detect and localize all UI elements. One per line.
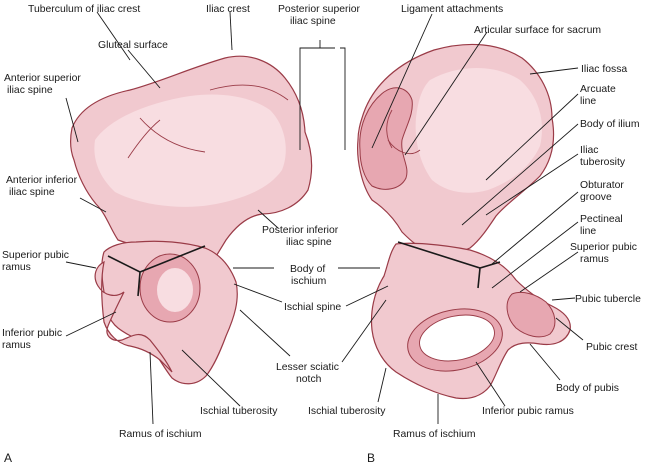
- iliac-fossa-highlight: [415, 68, 542, 193]
- division-line-b: [397, 241, 501, 289]
- labels-panel-b: Ligament attachments Articular surface f…: [367, 4, 641, 465]
- labels-center: Posterior superior iliac spine Posterior…: [262, 4, 386, 417]
- label-aiis-line2: iliac spine: [9, 187, 55, 198]
- label-pectineal-line2: line: [580, 226, 596, 237]
- pubic-rami-lateral: [94, 260, 173, 373]
- label-lesser-sciatic-line1: Lesser sciatic: [276, 362, 339, 373]
- label-piis-line2: iliac spine: [286, 237, 332, 248]
- label-inferior-pubic-ramus-b: Inferior pubic ramus: [482, 406, 574, 417]
- label-superior-pubic-ramus-line1: Superior pubic: [2, 250, 69, 261]
- label-iliac-crest: Iliac crest: [206, 4, 250, 15]
- label-iliac-fossa: Iliac fossa: [581, 64, 627, 75]
- label-psis-line1: Posterior superior: [278, 4, 361, 15]
- label-lesser-sciatic-line2: notch: [296, 374, 322, 385]
- label-aiis-line1: Anterior inferior: [6, 175, 78, 186]
- label-asis-line2: iliac spine: [7, 85, 53, 96]
- label-piis-line1: Posterior inferior: [262, 225, 339, 236]
- label-body-of-ischium-line2: ischium: [291, 276, 326, 287]
- label-pubic-crest: Pubic crest: [586, 342, 638, 353]
- auricular-surface: [359, 87, 413, 190]
- label-superior-pubic-ramus-b-line2: ramus: [580, 254, 609, 265]
- label-pectineal-line1: Pectineal: [580, 214, 623, 225]
- panel-label-b: B: [367, 451, 375, 465]
- label-obturator-groove-line2: groove: [580, 192, 612, 203]
- label-body-of-pubis: Body of pubis: [556, 383, 619, 394]
- label-tuberculum-iliac-crest: Tuberculum of iliac crest: [28, 4, 140, 15]
- label-inferior-pubic-ramus-line2: ramus: [2, 340, 31, 351]
- label-obturator-groove-line1: Obturator: [580, 180, 624, 191]
- label-body-of-ischium-line1: Body of: [290, 264, 325, 275]
- label-body-of-ilium: Body of ilium: [580, 119, 639, 130]
- label-asis-line1: Anterior superior: [4, 73, 81, 84]
- label-ramus-of-ischium-b: Ramus of ischium: [393, 429, 476, 440]
- label-ischial-tuberosity-b: Ischial tuberosity: [308, 406, 386, 417]
- symphyseal-surface: [506, 291, 556, 338]
- label-ligament-attachments: Ligament attachments: [401, 4, 503, 15]
- label-iliac-tuberosity-line2: tuberosity: [580, 157, 626, 168]
- label-superior-pubic-ramus-line2: ramus: [2, 262, 31, 273]
- label-ramus-of-ischium-a: Ramus of ischium: [119, 429, 202, 440]
- label-superior-pubic-ramus-b-line1: Superior pubic: [570, 242, 637, 253]
- label-gluteal-surface: Gluteal surface: [98, 40, 168, 51]
- hip-bone-medial-view: [357, 43, 571, 400]
- label-inferior-pubic-ramus-line1: Inferior pubic: [2, 328, 62, 339]
- label-arcuate-line1: Arcuate: [580, 84, 616, 95]
- gluteal-surface-highlight: [94, 94, 286, 207]
- hip-bone-lateral-view: [70, 55, 313, 385]
- label-psis-line2: iliac spine: [290, 16, 336, 27]
- panel-label-a: A: [4, 451, 12, 465]
- division-line-a: [107, 245, 206, 297]
- label-ischial-tuberosity-a: Ischial tuberosity: [200, 406, 278, 417]
- label-pubic-tubercle: Pubic tubercle: [575, 294, 641, 305]
- leader-lines: [65, 11, 584, 425]
- labels-panel-a: Tuberculum of iliac crest Iliac crest Gl…: [2, 4, 278, 465]
- label-articular-surface: Articular surface for sacrum: [474, 25, 601, 36]
- label-ischial-spine: Ischial spine: [284, 302, 341, 313]
- label-iliac-tuberosity-line1: Iliac: [580, 145, 598, 156]
- label-arcuate-line2: line: [580, 96, 596, 107]
